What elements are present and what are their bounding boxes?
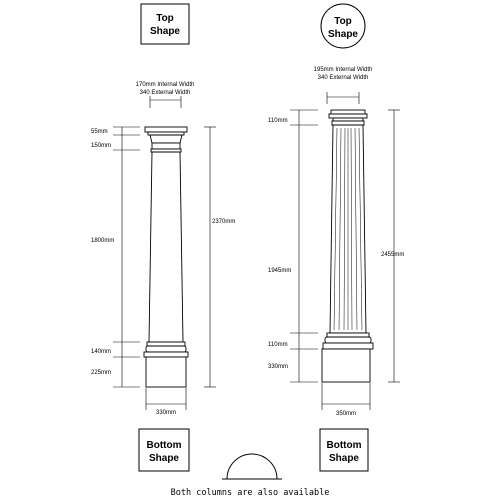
right-vertical-dimensions (290, 109, 318, 383)
top-shape-right-line1: Top (334, 16, 352, 27)
right-column-drawing (321, 109, 374, 383)
left-dim-neck: 150mm (91, 143, 111, 149)
right-dim-base-width: 350mm (336, 411, 356, 417)
left-column-drawing (143, 126, 189, 388)
bottom-shape-right-box (319, 428, 369, 472)
left-dim-shaft: 1800mm (91, 238, 114, 244)
bottom-shape-left-line1: Bottom (147, 440, 182, 451)
left-dim-base-moulding: 140mm (91, 349, 111, 355)
top-shape-right-line2: Shape (328, 29, 358, 40)
right-base-width-dimension (321, 383, 371, 410)
footer-note: Both columns are also available (171, 488, 330, 498)
top-shape-left-line1: Top (156, 13, 174, 24)
left-dim-base-width: 330mm (156, 410, 176, 416)
left-top-width-dimension (149, 96, 182, 108)
left-width-line2: 340 External Width (140, 90, 191, 96)
right-total-height-dimension (388, 109, 400, 383)
bottom-shape-left-box (138, 428, 190, 472)
half-round-symbol (222, 453, 282, 480)
top-shape-round-circle (320, 3, 366, 49)
right-column-flutes (333, 127, 363, 331)
top-shape-left-line2: Shape (150, 26, 180, 37)
right-width-line2: 340 External Width (318, 75, 369, 81)
bottom-shape-left-line2: Shape (149, 453, 179, 464)
right-dim-shaft: 1945mm (268, 268, 291, 274)
right-dim-total: 2455mm (381, 252, 404, 258)
left-dim-total: 2370mm (212, 219, 235, 225)
left-width-line1: 170mm Internal Width (136, 82, 195, 88)
left-vertical-dimensions (113, 126, 140, 388)
top-shape-square-box (140, 3, 190, 45)
right-dim-plinth: 330mm (268, 364, 288, 370)
left-dim-plinth: 225mm (91, 370, 111, 376)
right-top-width-dimension (326, 92, 360, 104)
right-dim-base-moulding: 110mm (268, 342, 288, 348)
left-base-width-dimension (145, 388, 187, 410)
right-width-line1: 195mm Internal Width (314, 67, 373, 73)
bottom-shape-right-line2: Shape (329, 453, 359, 464)
bottom-shape-right-line1: Bottom (327, 440, 362, 451)
left-dim-cap: 55mm (91, 129, 108, 135)
right-dim-cap: 110mm (268, 118, 288, 124)
left-total-height-dimension (204, 126, 216, 388)
